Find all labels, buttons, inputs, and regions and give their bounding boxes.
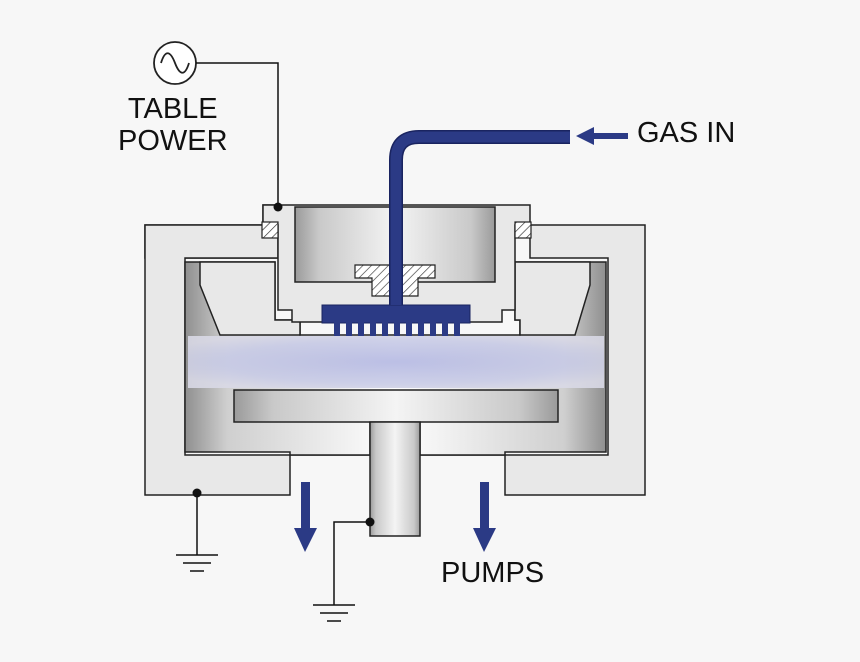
pump-arrow-right-icon: [473, 482, 496, 552]
table-power-line1: TABLE: [127, 93, 218, 125]
insulator-left: [261, 221, 279, 239]
showerhead-plate: [321, 304, 471, 324]
ground-icon: [313, 604, 355, 622]
liner-right: [514, 261, 591, 336]
pumps-label: PUMPS: [441, 557, 545, 589]
showerhead-nozzles: [334, 322, 460, 336]
ground-icon: [176, 554, 218, 572]
insulator-right: [514, 221, 532, 239]
substrate-table: [233, 389, 559, 423]
pump-arrow-left-icon: [294, 482, 317, 552]
table-power-label: TABLE POWER: [118, 93, 228, 158]
ac-source-icon: [153, 41, 197, 85]
table-stem: [369, 421, 421, 537]
gas-in-arrow-icon: [576, 127, 628, 145]
power-node: [273, 202, 283, 212]
gas-in-label: GAS IN: [637, 117, 736, 149]
liner-left: [199, 261, 301, 336]
table-power-line2: POWER: [118, 124, 228, 157]
gas-line-inner: [390, 131, 570, 305]
power-wire: [196, 62, 279, 207]
plasma-region: [188, 336, 604, 388]
